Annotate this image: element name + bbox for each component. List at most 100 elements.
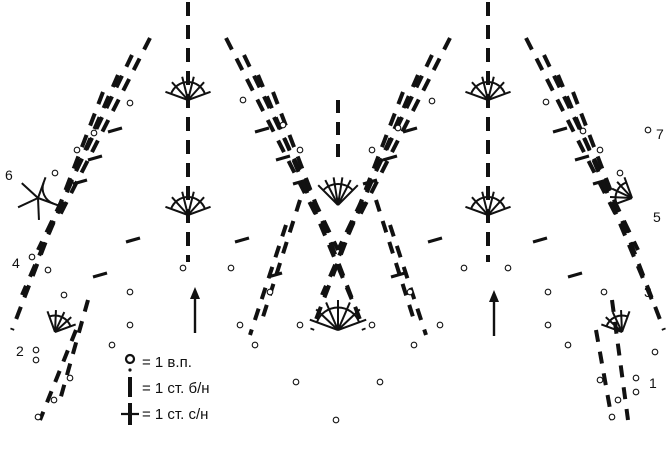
single-crochet-mark: [274, 262, 282, 275]
single-crochet-mark: [76, 320, 84, 334]
fan-stitch: [611, 187, 633, 199]
single-crochet-mark: [248, 328, 254, 336]
double-crochet-crossbar: [87, 154, 103, 162]
single-crochet-mark: [358, 201, 369, 215]
fan-cluster-side-left-lower: [46, 309, 77, 333]
single-crochet-mark: [534, 57, 545, 71]
fan-stitch: [465, 90, 489, 101]
single-crochet-mark: [63, 177, 73, 191]
single-crochet-mark: [621, 386, 628, 400]
single-crochet-mark: [431, 57, 442, 71]
single-crochet-mark: [545, 78, 555, 92]
chain-stitch-circle: [73, 146, 81, 154]
row-number-7: 7: [656, 126, 664, 142]
fan-stitch: [187, 196, 205, 216]
chain-stitch-circle: [406, 288, 414, 296]
single-crochet-mark: [74, 158, 84, 173]
double-crochet-crossbar: [574, 154, 590, 162]
fan-stitch: [337, 177, 344, 206]
double-crochet-crossbar: [267, 271, 283, 279]
fan-stitch: [471, 196, 489, 216]
single-crochet-mark: [661, 327, 666, 331]
legend-label-chain: = 1 в.п.: [142, 354, 192, 371]
single-crochet-mark: [388, 112, 397, 127]
single-crochet-mark: [601, 372, 608, 386]
fan-stitch: [337, 318, 367, 331]
single-crochet-mark: [114, 74, 124, 89]
single-crochet-mark: [336, 263, 346, 277]
single-crochet-mark: [287, 134, 296, 148]
single-crochet-mark: [312, 198, 321, 213]
fan-stitch: [487, 205, 511, 216]
fan-stitch: [187, 191, 195, 216]
fan-stitch: [481, 76, 489, 101]
chain-stitch-circle: [504, 264, 512, 272]
single-crochet-mark: [396, 91, 405, 105]
fan-arc: [605, 314, 628, 327]
single-crochet-mark: [88, 112, 97, 127]
single-crochet-mark: [579, 112, 588, 127]
fan-arc: [470, 196, 506, 210]
single-crochet-mark: [69, 329, 78, 342]
single-crochet-mark: [59, 384, 67, 397]
fan-cluster-mid-left: [165, 191, 211, 216]
chain-stitch-circle: [90, 129, 98, 137]
double-crochet-crossbar: [292, 178, 308, 186]
single-crochet-mark: [542, 54, 552, 68]
single-crochet-mark: [273, 116, 283, 131]
fan-stitch: [621, 310, 631, 333]
fan-stitch: [337, 179, 352, 206]
single-crochet-mark: [573, 116, 583, 131]
single-crochet-mark: [100, 119, 111, 133]
single-crochet-mark: [64, 179, 74, 194]
chain-stitch-circle: [579, 127, 587, 135]
fan-arc: [614, 181, 627, 204]
chain-stitch-circle: [28, 253, 36, 261]
single-crochet-mark: [565, 119, 576, 133]
fan-stitch: [471, 81, 489, 101]
chain-stitch-circle: [126, 321, 134, 329]
single-crochet-mark: [571, 91, 580, 105]
chain-stitch-circle: [34, 413, 42, 421]
fan-stitch: [171, 81, 189, 101]
row-number-2: 2: [16, 343, 24, 359]
chain-stitch-circle: [32, 356, 40, 364]
fan-stitch: [317, 184, 339, 206]
single-crochet-mark: [96, 91, 105, 105]
single-crochet-mark: [45, 390, 54, 404]
chain-stitch-circle: [236, 321, 244, 329]
single-crochet-mark: [281, 241, 289, 254]
fan-cluster-top-right: [465, 76, 511, 101]
single-crochet-mark: [271, 91, 280, 105]
single-crochet-mark: [10, 327, 15, 331]
double-crochet-crossbar: [567, 271, 583, 279]
single-crochet-mark: [555, 98, 565, 113]
single-crochet-mark: [280, 224, 288, 238]
single-crochet-mark: [310, 327, 315, 331]
fan-stitch: [487, 76, 495, 101]
row-number-4: 4: [12, 255, 20, 271]
single-crochet-mark: [400, 283, 409, 296]
fan-stitch: [187, 76, 195, 101]
single-crochet-mark: [632, 240, 640, 251]
single-crochet-mark: [58, 201, 69, 215]
chain-stitch-circle: [428, 97, 436, 105]
chain-stitch-circle: [179, 264, 187, 272]
fan-stitch: [17, 197, 39, 209]
chain-stitch-circle: [126, 99, 134, 107]
single-crochet-mark: [594, 329, 601, 343]
fan-stitch: [600, 323, 623, 333]
single-crochet-mark: [421, 78, 431, 92]
single-crochet-mark: [328, 241, 338, 256]
fan-stitch: [54, 316, 72, 333]
single-crochet-mark: [79, 160, 90, 174]
chain-stitch-circle: [600, 288, 608, 296]
chain-stitch-circle: [614, 396, 622, 404]
double-crochet-crossbar: [107, 126, 123, 134]
single-crochet-mark: [65, 363, 73, 376]
single-crochet-mark: [628, 241, 638, 256]
single-crochet-mark: [256, 74, 265, 88]
single-crochet-mark: [582, 137, 592, 152]
chain-stitch-circle: [596, 376, 604, 384]
